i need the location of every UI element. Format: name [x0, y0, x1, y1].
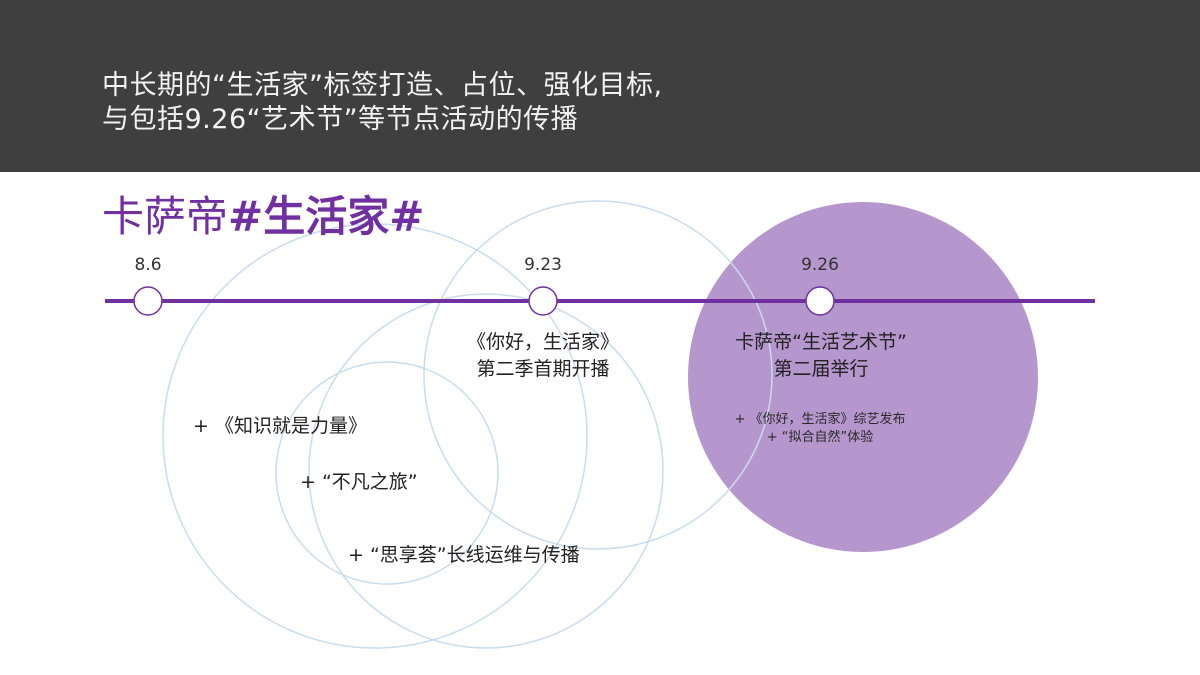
- title-hashtag: #生活家#: [228, 192, 425, 241]
- subitem-nature-experience: + “拟合自然”体验: [766, 430, 874, 445]
- caption-9-26-subitems: + 《你好，生活家》综艺发布 + “拟合自然”体验: [734, 411, 905, 447]
- date-label-8-6: 8.6: [134, 255, 162, 275]
- header-line-1: 中长期的“生活家”标签打造、占位、强化目标,: [102, 70, 663, 101]
- caption-9-23-line1: 《你好，生活家》: [466, 331, 620, 353]
- header-line-2: 与包括9.26“艺术节”等节点活动的传播: [102, 104, 579, 135]
- header-banner: 中长期的“生活家”标签打造、占位、强化目标, 与包括9.26“艺术节”等节点活动…: [0, 0, 1200, 172]
- caption-9-23-line2: 第二季首期开播: [476, 358, 610, 380]
- date-label-9-23: 9.23: [524, 255, 562, 275]
- outline-circle-mid: [308, 293, 664, 649]
- subitem-variety-show: + 《你好，生活家》综艺发布: [734, 412, 906, 427]
- caption-9-26-line2: 第二届举行: [773, 358, 869, 380]
- outline-circle-upper: [423, 200, 773, 550]
- outline-circle-small: [275, 361, 499, 585]
- ongoing-item-journey: + “不凡之旅”: [300, 471, 418, 493]
- timeline-node-9-23: [528, 286, 558, 316]
- timeline-node-8-6: [133, 286, 163, 316]
- caption-9-26-line1: 卡萨帝“生活艺术节”: [735, 331, 907, 353]
- page-title: 卡萨帝#生活家#: [102, 192, 424, 242]
- highlight-circle: [688, 202, 1038, 552]
- caption-9-23: 《你好，生活家》 第二季首期开播: [467, 329, 619, 383]
- title-brand: 卡萨帝: [102, 192, 229, 241]
- ongoing-item-knowledge: + 《知识就是力量》: [193, 415, 367, 437]
- date-label-9-26: 9.26: [801, 255, 839, 275]
- timeline-node-9-26: [805, 286, 835, 316]
- outline-circle-large: [162, 223, 588, 649]
- caption-9-26: 卡萨帝“生活艺术节” 第二届举行: [735, 329, 907, 383]
- ongoing-item-salon: + “思享荟”长线运维与传播: [348, 544, 580, 566]
